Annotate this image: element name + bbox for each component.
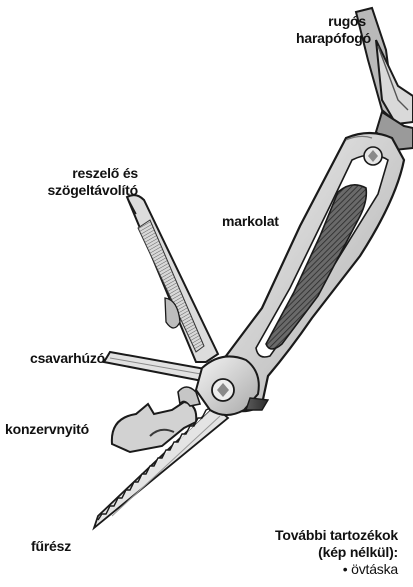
accessories-title-line2: (kép nélkül): [258, 544, 398, 561]
accessory-item: • övtáska [258, 561, 398, 578]
label-reszelo-line2: szögeltávolító [47, 182, 138, 198]
accessories-title-line1: További tartozékok [258, 527, 398, 544]
accessories-note: További tartozékok (kép nélkül): • övtás… [258, 527, 398, 578]
label-konzervnyito: konzervnyitó [5, 421, 89, 438]
label-reszelo: reszelő és szögeltávolító [18, 165, 138, 199]
file-blade [127, 195, 218, 362]
label-rugos-line2: harapófogó [296, 30, 371, 46]
label-fuesz: fűrész [31, 538, 71, 555]
label-markolat: markolat [222, 213, 279, 230]
label-rugos-line1: rugós [328, 13, 366, 29]
label-rugos-harapofogo: rugós harapófogó [296, 13, 366, 47]
label-reszelo-line1: reszelő és [72, 165, 138, 181]
label-csavarhuzo: csavarhúzó [30, 350, 105, 367]
